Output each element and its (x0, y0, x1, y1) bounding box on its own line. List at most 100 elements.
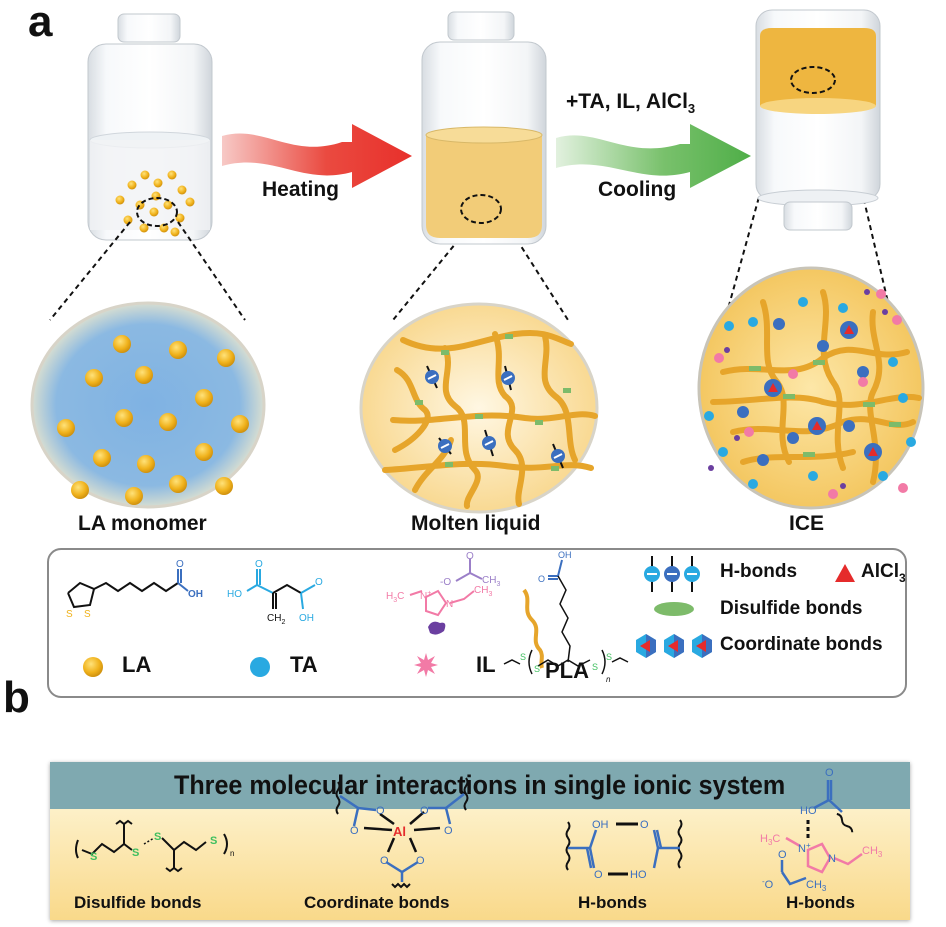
ta-oh-text: OH (299, 613, 314, 624)
legend-box (47, 548, 907, 698)
cooling-reagents-subscript: 3 (687, 101, 696, 117)
cooling-reagents-label: +TA, IL, AlCl3 (566, 90, 695, 116)
interactions-box: Three molecular interactions in single i… (50, 762, 910, 920)
coordinate-bonds-icon (636, 634, 712, 658)
b-coord-o5: O (380, 855, 389, 867)
b-coordinate-structure: O O O O O O Al (335, 777, 469, 889)
legend-la-label: LA (122, 652, 152, 677)
panel-a-letter: a (28, 0, 53, 46)
b-coord-o6: O (416, 855, 425, 867)
la-beads-in-vial (115, 170, 195, 237)
stage-label-la-monomer: LA monomer (78, 512, 207, 535)
la-oh-text: OH (188, 589, 203, 600)
il-ominus-text: -O (440, 577, 451, 588)
vial-ice-inverted (755, 9, 881, 231)
heating-label: Heating (262, 178, 340, 201)
la-s1-text: S (66, 609, 73, 620)
b-n-text: n (230, 849, 234, 858)
interactions-header: Three molecular interactions in single i… (50, 762, 910, 809)
legend-coordinate-label: Coordinate bonds (720, 634, 883, 655)
b-label-disulfide: Disulfide bonds (74, 893, 202, 912)
legend-pla-label: PLA (545, 658, 589, 683)
il-o-text: O (466, 551, 474, 562)
b-hbond-il-structure: O HO H3C N+ N CH3 O -O CH3 (760, 767, 883, 893)
vial-la-monomer (87, 13, 213, 241)
pla-s4-text: S (606, 652, 612, 662)
cooling-arrow (556, 124, 751, 188)
b-label-hbonds-2: H-bonds (786, 893, 855, 912)
ta-ho-text: HO (227, 589, 242, 600)
b-disulfide-structure: S S S S n (75, 819, 234, 873)
b-coord-o4: O (444, 825, 453, 837)
alcl3-text: AlCl (861, 561, 899, 582)
la-beads-zoomed (57, 335, 249, 505)
b-il-nplus: N+ (798, 841, 811, 855)
il-ions (708, 289, 908, 499)
b-hb-oh: OH (592, 819, 609, 831)
b-il-ch3b: CH3 (806, 879, 827, 893)
b-label-hbonds-1: H-bonds (578, 893, 647, 912)
heating-arrow (222, 124, 412, 188)
b-s1-text: S (90, 851, 97, 863)
b-coord-al: Al (393, 824, 406, 839)
b-label-coordinate: Coordinate bonds (304, 893, 450, 912)
ta-ch2-text: CH2 (267, 613, 285, 626)
la-bead-icon (83, 657, 103, 677)
la-s2-text: S (84, 609, 91, 620)
disulfide-ellipse-icon (654, 602, 694, 616)
b-il-ho: HO (800, 805, 817, 817)
b-coord-o3: O (350, 825, 359, 837)
hbond-pairs (425, 365, 565, 469)
ta-o2-text: O (315, 577, 323, 588)
b-hbond-dimer-structure: OH O O HO (565, 819, 683, 881)
disulfide-segments (415, 334, 571, 471)
hbond-nodes (737, 318, 869, 466)
stage-label-molten-liquid: Molten liquid (411, 512, 541, 535)
b-coord-o2: O (420, 805, 429, 817)
legend-disulfide-label: Disulfide bonds (720, 598, 863, 619)
interactions-body (50, 809, 910, 920)
hbonds-icon (644, 556, 700, 592)
alcl3-triangle-icon (835, 564, 855, 582)
b-il-o2: O (778, 849, 787, 861)
coordinate-nodes (764, 321, 882, 461)
ta-o1-text: O (255, 559, 263, 570)
circle-ice (697, 266, 925, 510)
il-n-text: N (446, 599, 453, 610)
legend-hbonds-label: H-bonds (720, 561, 798, 582)
legend-il-label: IL (476, 652, 496, 677)
legend-alcl3-label: AlCl3 (861, 561, 906, 585)
interactions-title: Three molecular interactions in single i… (174, 770, 786, 800)
b-hb-o1: O (640, 819, 649, 831)
la-o-text: O (176, 559, 184, 570)
pla-s2-text: S (534, 664, 540, 674)
b-il-ch3a: CH3 (862, 845, 883, 859)
cooling-label: Cooling (598, 178, 677, 201)
ta-structure: O HO O OH CH2 (227, 559, 323, 626)
circle-la-monomer (30, 301, 266, 509)
b-hb-o2: O (594, 869, 603, 881)
il-h3c-text: H3C (386, 591, 404, 604)
pla-n-text: n (606, 675, 611, 684)
il-ch3b-text: CH3 (482, 575, 500, 588)
b-hb-ho: HO (630, 869, 647, 881)
circle-molten-liquid (359, 302, 599, 514)
pla-oh-text: OH (558, 550, 572, 560)
pla-s3-text: S (592, 662, 598, 672)
vial-molten-liquid (421, 11, 547, 245)
il-ch3a-text: CH3 (474, 585, 492, 598)
panel-b-letter: b (3, 673, 30, 722)
ta-nodes (704, 297, 916, 489)
b-s2-text: S (132, 847, 139, 859)
ta-dot-icon (250, 657, 270, 677)
b-il-o1: O (825, 767, 834, 779)
b-il-h3c: H3C (760, 833, 780, 847)
pla-structure: OH O S S S S n (503, 550, 629, 684)
legend-ta-label: TA (290, 652, 318, 677)
b-s3-text: S (154, 831, 161, 843)
b-il-ominus: -O (762, 877, 774, 891)
il-structure: H3C N+ N CH3 -O O CH3 (386, 551, 500, 635)
pla-o-text: O (538, 574, 545, 584)
la-structure: O OH S S (66, 559, 203, 620)
